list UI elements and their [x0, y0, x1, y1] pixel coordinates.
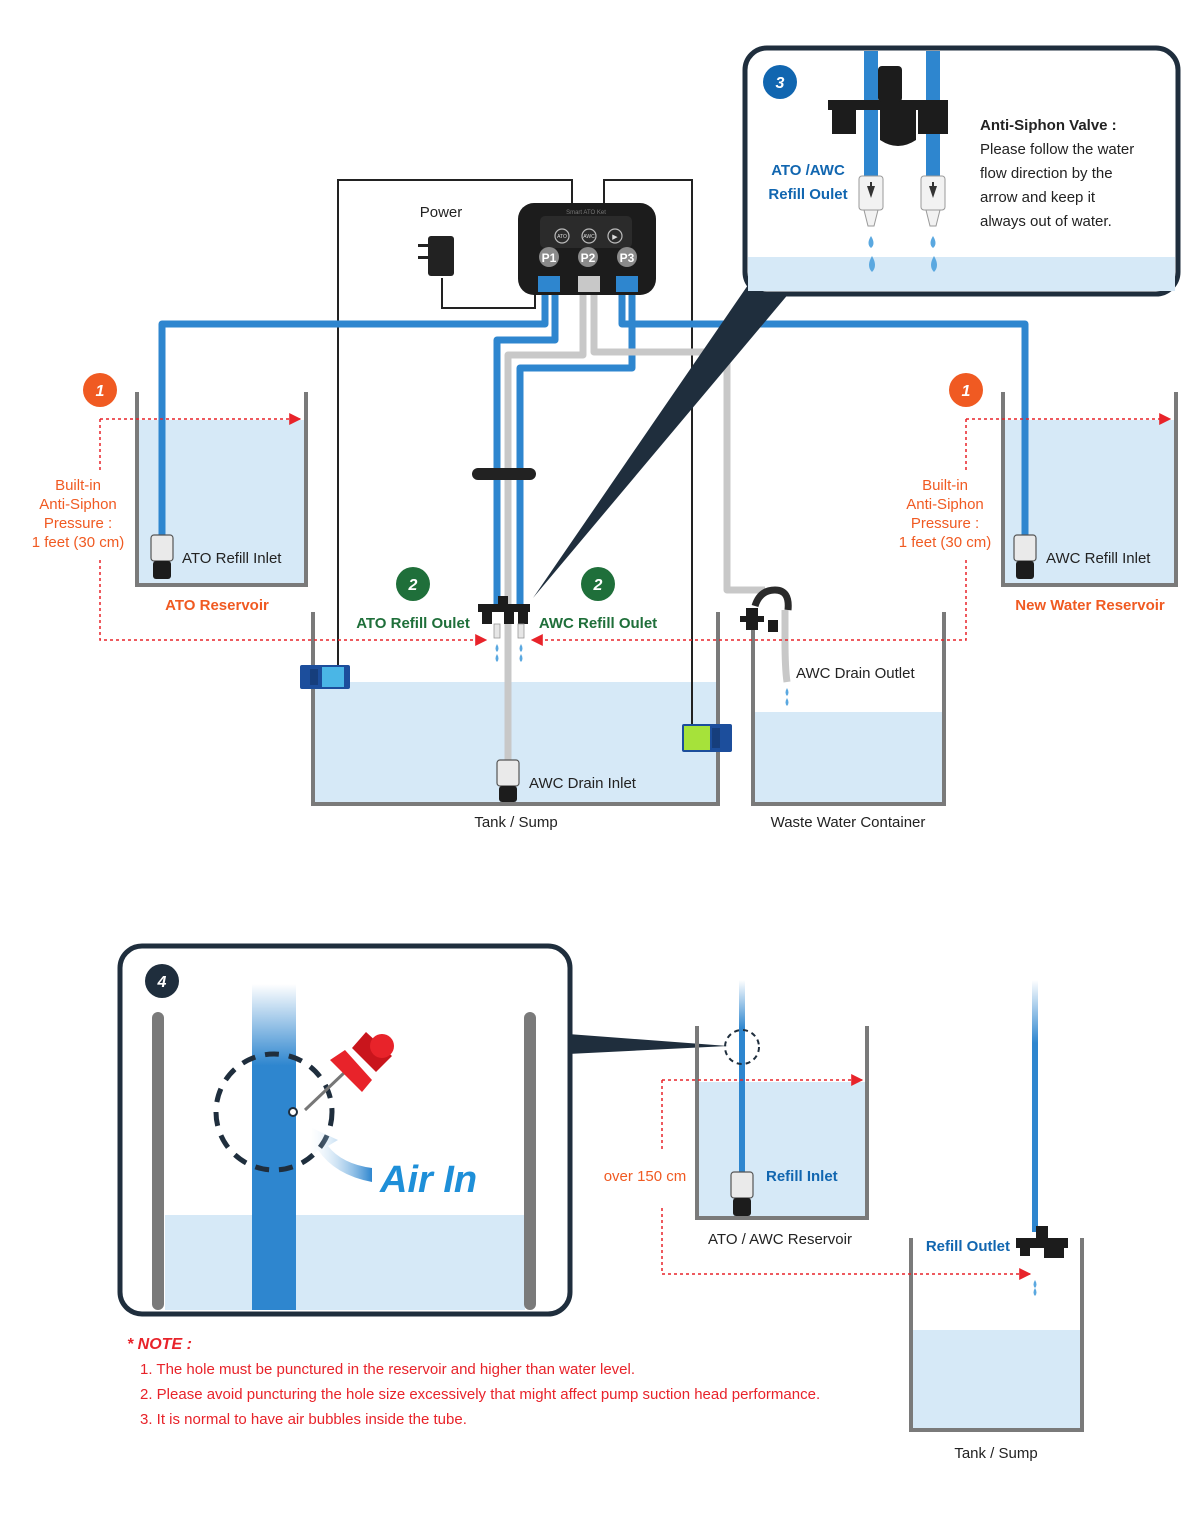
controller-brand: Smart ATO Ket [566, 210, 606, 216]
air-in-label: Air In [379, 1159, 477, 1201]
over-height-label: over 150 cm [604, 1168, 687, 1185]
green-float-sensor-icon [682, 724, 732, 752]
callout-3-box: 3 ATO /AWC Refill Oulet Anti-Siphon Valv… [742, 45, 1181, 297]
refill-outlet-holder-icon [478, 596, 530, 639]
ato-refill-inlet-label: ATO Refill Inlet [182, 550, 282, 567]
lower-outlet-tube [1032, 980, 1038, 1232]
badge-number: 2 [593, 577, 603, 594]
pressure-note-line3: Pressure : [911, 515, 979, 532]
pressure-note-line4: 1 feet (30 cm) [899, 534, 992, 551]
lower-refill-inlet-label: Refill Inlet [766, 1168, 838, 1185]
note-item-2: 2. Please avoid puncturing the hole size… [140, 1386, 820, 1403]
awc-drain-inlet-filter-icon [496, 759, 520, 802]
awc-refill-outlet-label: AWC Refill Oulet [539, 615, 657, 632]
badge-4-number: 4 [157, 974, 167, 991]
controller-ports: P1 P2 P3 [539, 247, 637, 267]
badge-1-left: 1 [83, 373, 117, 407]
pressure-note-line1: Built-in [55, 477, 101, 494]
awc-refill-inlet-filter-icon [1013, 534, 1037, 579]
container-walls [135, 392, 1178, 806]
cables [337, 179, 693, 733]
puncture-zone-marker [213, 1051, 335, 1173]
anti-siphon-body-line4: always out of water. [980, 213, 1112, 230]
lower-inlet-tube [739, 980, 745, 1176]
new-water-reservoir-label: New Water Reservoir [1015, 597, 1165, 614]
badge-number: 1 [962, 383, 971, 400]
air-in-arrow-icon [310, 1128, 372, 1182]
awc-drain-outlet-holder-icon [740, 586, 792, 632]
lower-tank-water [913, 1330, 1081, 1428]
port-p3-label: P3 [620, 251, 635, 265]
push-pin-icon [303, 1032, 394, 1112]
anti-siphon-body-line2: flow direction by the [980, 165, 1113, 182]
lower-reservoir-label: ATO / AWC Reservoir [708, 1231, 852, 1248]
controller-play-button[interactable]: ▶ [612, 234, 618, 241]
puncture-hole-icon [288, 1107, 298, 1117]
waste-container-label: Waste Water Container [771, 814, 926, 831]
lower-refill-outlet-label: Refill Outlet [926, 1238, 1010, 1255]
controller-unit: Smart ATO Ket ATO AWC ▶ P1 P2 P3 [518, 203, 656, 295]
lower-dimension-lines [661, 1074, 1032, 1280]
callout-3-drops [868, 236, 937, 272]
callout-3-outlet-line1: ATO /AWC [771, 162, 845, 179]
anti-siphon-body-line3: arrow and keep it [980, 189, 1096, 206]
pressure-note-left: Built-in Anti-Siphon Pressure : 1 feet (… [32, 477, 125, 551]
lower-refill-outlet-holder-icon [1016, 1226, 1068, 1296]
lower-tank-sump-label: Tank / Sump [954, 1445, 1037, 1462]
note-title: * NOTE : [127, 1336, 192, 1353]
controller-awc-button[interactable]: AWC [583, 234, 595, 240]
anti-siphon-title: Anti-Siphon Valve : [980, 117, 1117, 134]
awc-drain-outlet-label: AWC Drain Outlet [796, 665, 915, 682]
ato-refill-inlet-filter-icon [150, 534, 174, 579]
badge-number: 2 [408, 577, 418, 594]
badge-2-right: 2 [581, 567, 615, 601]
flow-direction-arrow-icon [867, 182, 937, 198]
lower-puncture-zone-marker [724, 1029, 760, 1065]
pressure-dimension-lines [99, 413, 1172, 646]
controller-mode-buttons: ATO AWC ▶ [554, 228, 623, 244]
tank-sump-label: Tank / Sump [474, 814, 557, 831]
tube-clip-icon [472, 468, 536, 480]
note-block: * NOTE : 1. The hole must be punctured i… [127, 1336, 820, 1428]
pressure-note-line1: Built-in [922, 477, 968, 494]
port-p1-label: P1 [542, 251, 557, 265]
lower-reservoir-water [698, 1082, 867, 1216]
note-item-1: 1. The hole must be punctured in the res… [140, 1361, 635, 1378]
power-adapter-icon [418, 236, 454, 276]
lower-container-walls [695, 1026, 1084, 1432]
pressure-note-line3: Pressure : [44, 515, 112, 532]
badge-1-right: 1 [949, 373, 983, 407]
badge-3-number: 3 [776, 75, 785, 92]
pressure-note-line2: Anti-Siphon [39, 496, 117, 513]
ato-reservoir-label: ATO Reservoir [165, 597, 269, 614]
waste-container-water [755, 712, 943, 802]
callout-3-pointer [533, 285, 790, 598]
note-item-3: 3. It is normal to have air bubbles insi… [140, 1411, 467, 1428]
anti-siphon-body-line1: Please follow the water [980, 141, 1134, 158]
power-label: Power [420, 204, 463, 221]
callout-3-outlet-line2: Refill Oulet [768, 186, 847, 203]
water-drops [495, 644, 789, 706]
ato-refill-outlet-label: ATO Refill Oulet [356, 615, 470, 632]
badge-number: 1 [96, 383, 105, 400]
lower-refill-inlet-filter-icon [730, 1171, 754, 1216]
pressure-note-line2: Anti-Siphon [906, 496, 984, 513]
badge-2-left: 2 [396, 567, 430, 601]
callout-4-pointer [568, 1034, 728, 1054]
blue-float-sensor-icon [300, 665, 350, 689]
port-p2-label: P2 [581, 251, 596, 265]
controller-ato-button[interactable]: ATO [557, 234, 567, 240]
pressure-note-line4: 1 feet (30 cm) [32, 534, 125, 551]
pressure-note-right: Built-in Anti-Siphon Pressure : 1 feet (… [899, 477, 992, 551]
awc-drain-inlet-label: AWC Drain Inlet [529, 775, 637, 792]
awc-refill-inlet-label: AWC Refill Inlet [1046, 550, 1151, 567]
callout-4-box: 4 Air In [117, 943, 573, 1317]
